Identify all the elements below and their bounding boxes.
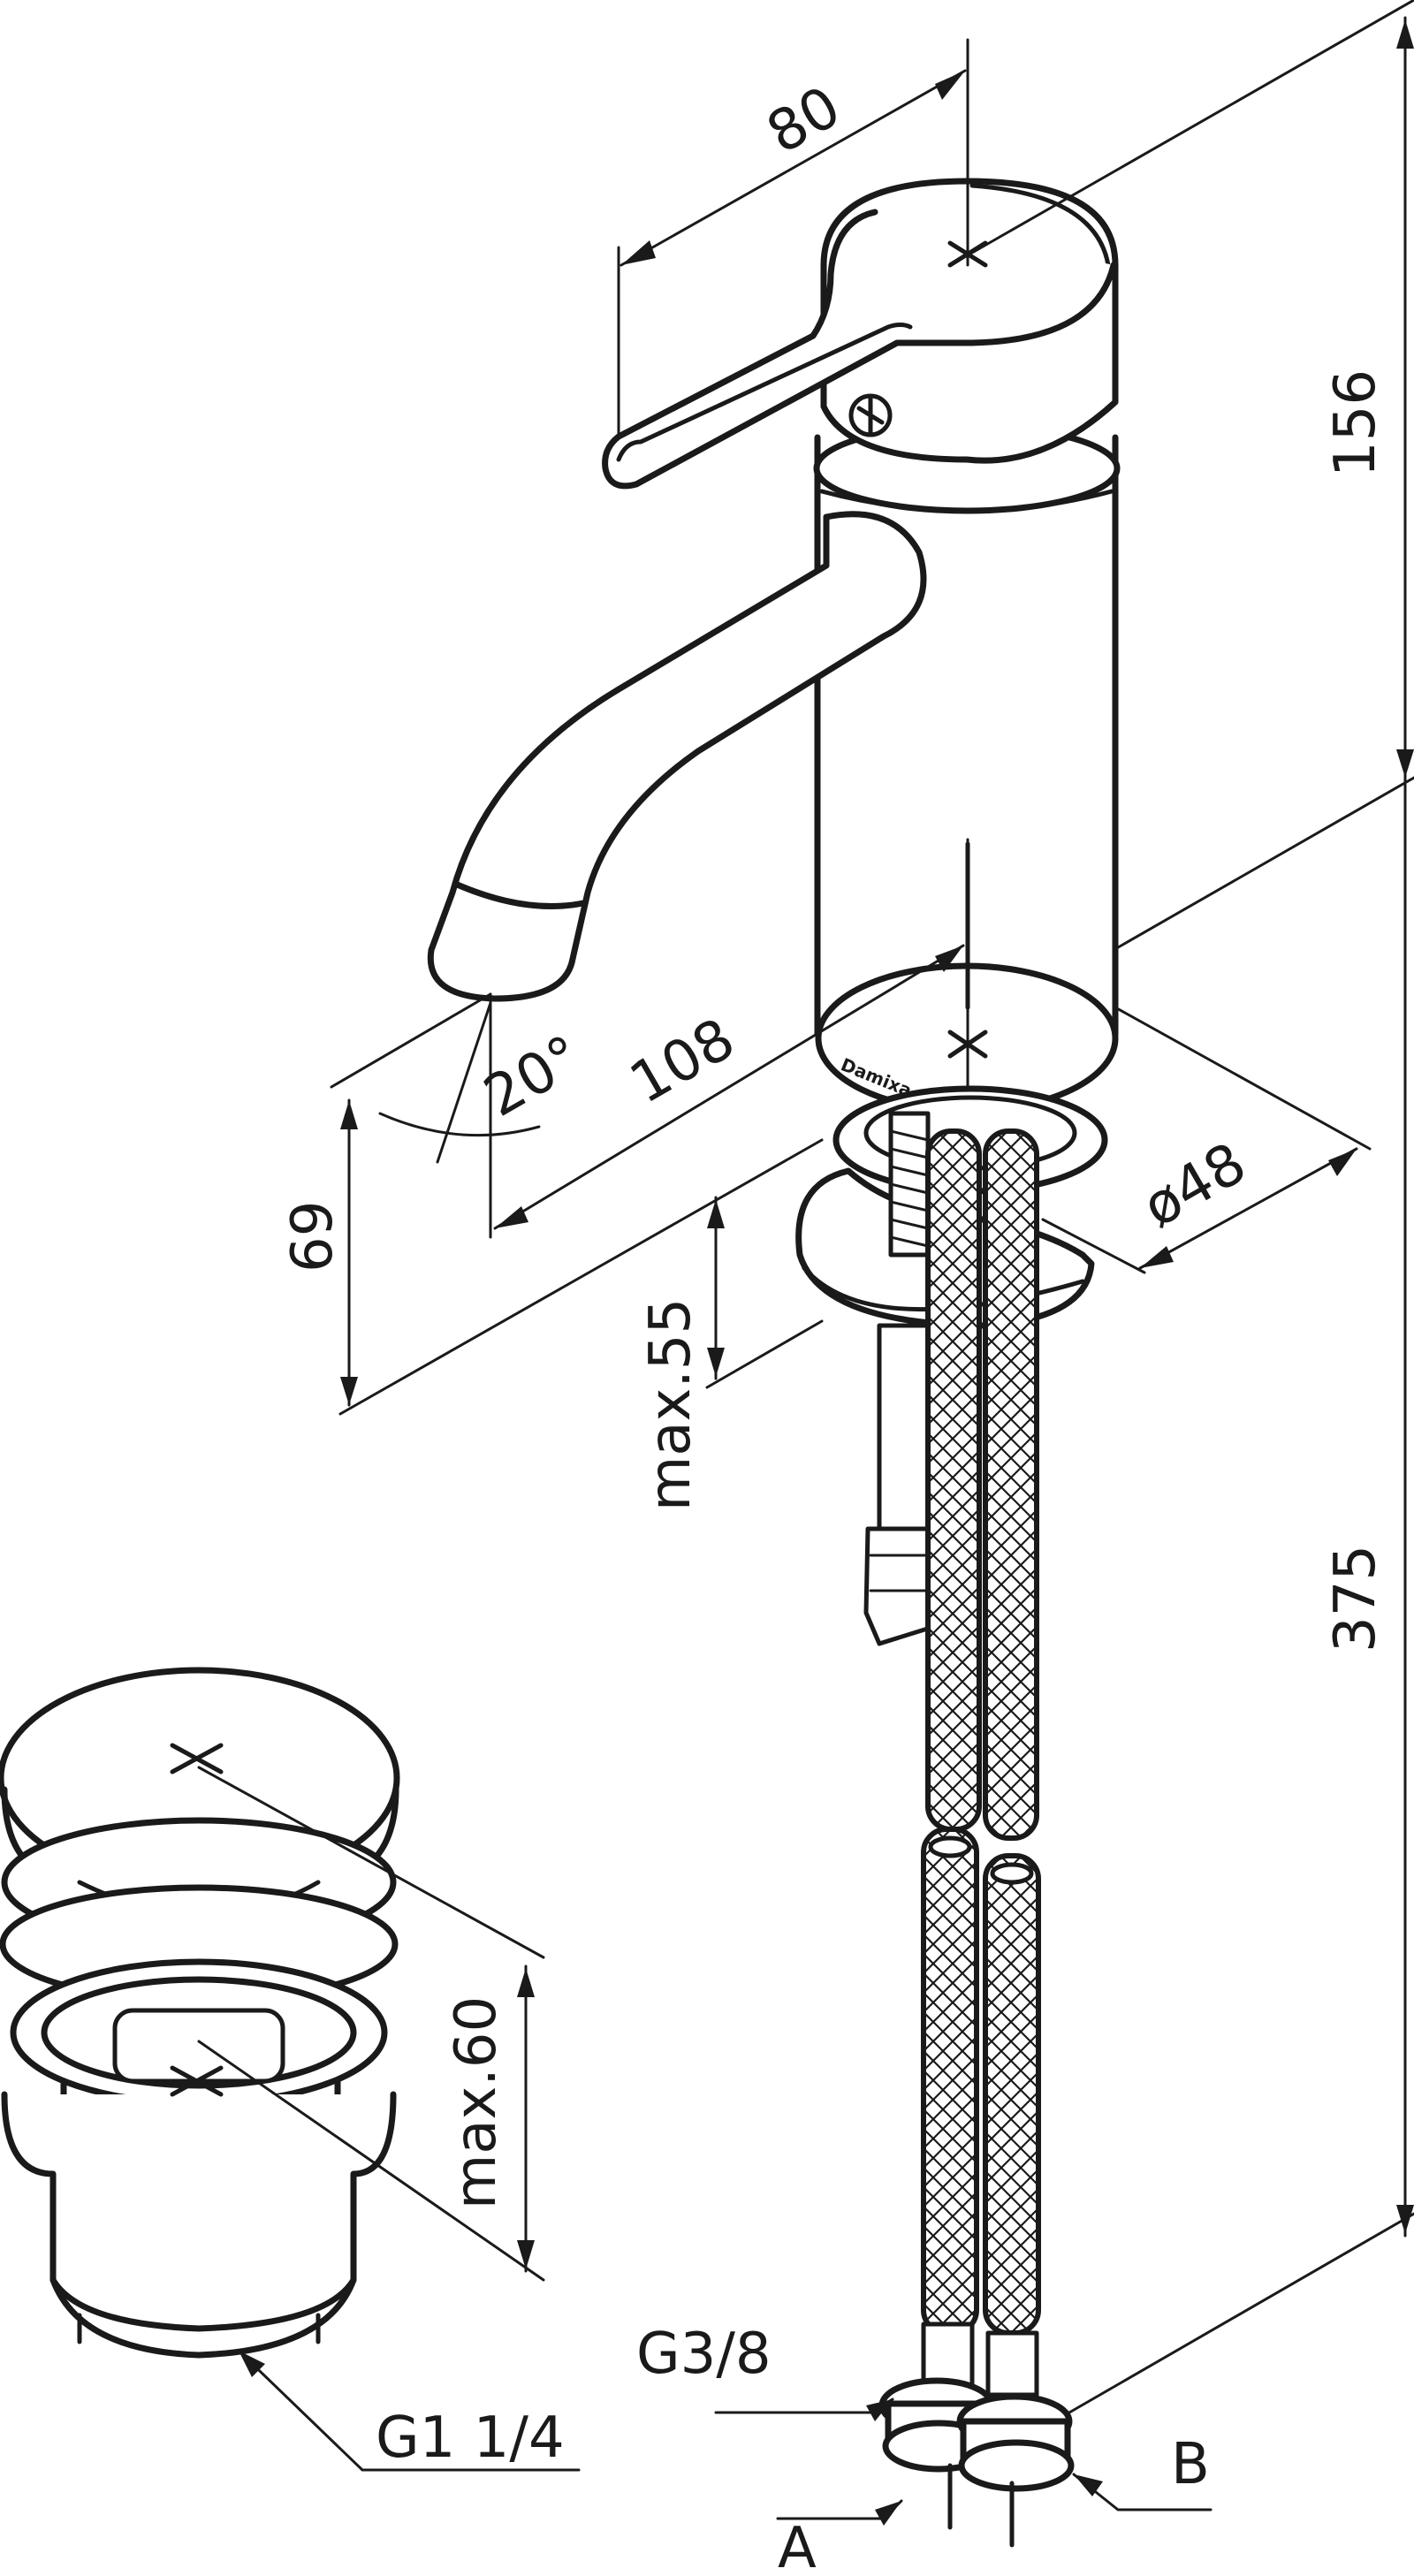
dim-spout-height: 69 <box>280 1201 346 1273</box>
hose-lower-2 <box>983 1853 1041 2336</box>
dim-height-total: 375 <box>1323 1545 1388 1653</box>
hose-upper-2 <box>983 1128 1039 1841</box>
hose-lower-1 <box>921 1827 979 2336</box>
dim-body-diameter: ø48 <box>1132 1130 1257 1240</box>
label-connection-b: B <box>1171 2432 1210 2497</box>
hose-fittings <box>878 2321 1075 2548</box>
waste-body <box>1 2091 397 2359</box>
label-waste-thread: G1 1/4 <box>376 2405 565 2471</box>
spout <box>427 511 927 1002</box>
label-connection-a: A <box>778 2516 817 2576</box>
dim-spout-reach: 108 <box>620 1007 746 1117</box>
dim-max-deck: max.55 <box>638 1298 703 1511</box>
arrowheads <box>239 19 1414 2526</box>
centre-marks <box>170 240 988 2097</box>
faucet-body <box>814 434 1119 1037</box>
hose-upper-1 <box>925 1128 982 1832</box>
dim-handle-width: 80 <box>756 74 852 167</box>
faucet: Damixa <box>427 178 1121 2548</box>
dim-waste-max: max.60 <box>444 1996 509 2209</box>
handle-lever <box>602 209 1117 490</box>
waste-valve <box>0 1667 400 2359</box>
label-hose-thread: G3/8 <box>636 2321 772 2387</box>
dim-height-top: 156 <box>1323 369 1388 477</box>
